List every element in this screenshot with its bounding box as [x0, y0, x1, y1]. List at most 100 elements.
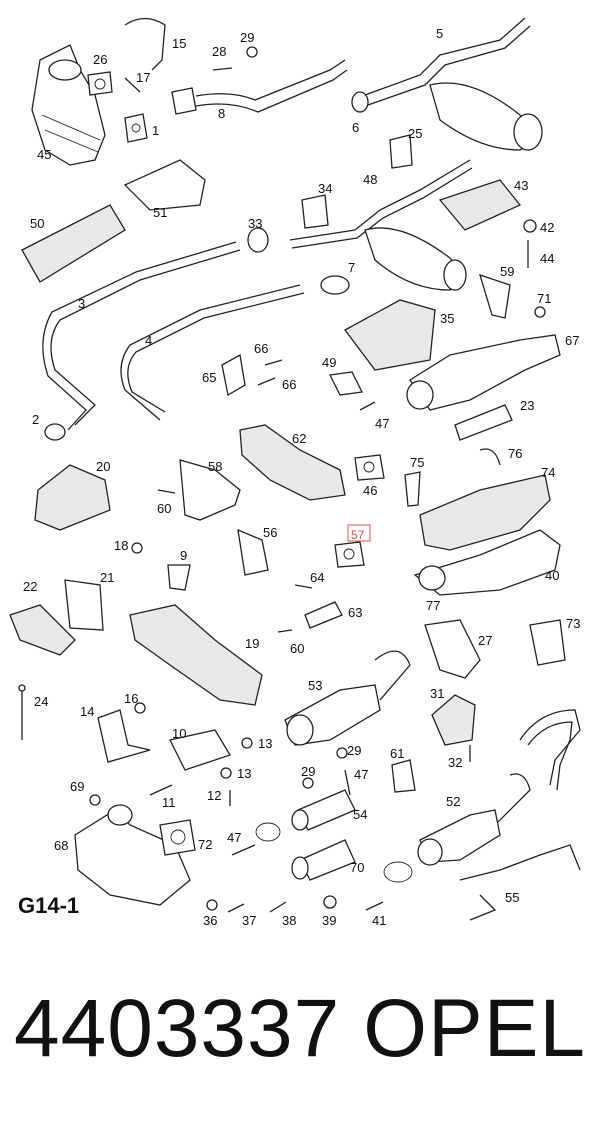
part-75-bracket — [404, 471, 421, 507]
callout-47b: 47 — [227, 830, 241, 845]
part-6-clamp — [351, 91, 369, 113]
callout-16: 16 — [124, 691, 138, 706]
part-41-bolt — [365, 901, 384, 911]
callout-25: 25 — [408, 126, 422, 141]
part-14-bracket — [97, 709, 151, 763]
part-59-bracket — [479, 273, 511, 319]
part-15-hanger-clamp — [124, 17, 166, 71]
part-72-gasket — [159, 819, 196, 856]
callout-65: 65 — [202, 370, 216, 385]
callout-62: 62 — [292, 431, 306, 446]
callout-48: 48 — [363, 172, 377, 187]
callout-45: 45 — [37, 147, 51, 162]
callout-72: 72 — [198, 837, 212, 852]
part-20-heat-shield — [34, 464, 111, 531]
part-55-pressure-line — [459, 844, 581, 921]
callout-23: 23 — [520, 398, 534, 413]
part-28-stud — [212, 67, 233, 71]
callout-74: 74 — [541, 465, 555, 480]
callout-77: 77 — [426, 598, 440, 613]
part-21-bracket — [64, 579, 104, 631]
part-7-clamp — [320, 275, 350, 295]
callout-63: 63 — [348, 605, 362, 620]
callout-73: 73 — [566, 616, 580, 631]
highlight-box-57 — [347, 524, 371, 542]
callout-52: 52 — [446, 794, 460, 809]
part-36-nut — [206, 899, 218, 911]
callout-75: 75 — [410, 455, 424, 470]
part-13b-washer — [220, 767, 232, 779]
callout-59: 59 — [500, 264, 514, 279]
part-65-bracket — [221, 353, 246, 397]
part-43-heat-shield — [438, 179, 522, 231]
callout-29b: 29 — [347, 743, 361, 758]
callout-15: 15 — [172, 36, 186, 51]
part-11-stud — [149, 784, 173, 796]
part-1-gasket — [124, 113, 148, 143]
part-66b-bolt — [257, 377, 276, 386]
part-66-bolt — [264, 359, 283, 366]
part-9-bracket — [167, 564, 191, 591]
part-47b-stud — [231, 844, 256, 856]
callout-40: 40 — [545, 568, 559, 583]
callout-57: 57 — [351, 528, 365, 542]
callout-71: 71 — [537, 291, 551, 306]
callout-32: 32 — [448, 755, 462, 770]
part-number: 4403337 — [14, 983, 341, 1074]
callout-66b: 66 — [282, 377, 296, 392]
part-22-heat-shield — [9, 604, 76, 656]
callout-67: 67 — [565, 333, 579, 348]
callout-33: 33 — [248, 216, 262, 231]
callout-17: 17 — [136, 70, 150, 85]
part-64-bolt — [294, 584, 313, 589]
callout-36: 36 — [203, 913, 217, 928]
callout-47c: 47 — [354, 767, 368, 782]
gasket-plain — [255, 822, 281, 842]
callout-14: 14 — [80, 704, 94, 719]
part-29c-nut — [302, 777, 314, 789]
part-42-nut — [523, 219, 537, 233]
callout-12: 12 — [207, 788, 221, 803]
part-57-gasket — [334, 541, 365, 568]
part-70-pipe — [291, 839, 413, 883]
callout-13: 13 — [258, 736, 272, 751]
part-67-diesel-particle-filter — [406, 334, 561, 411]
callout-26: 26 — [93, 52, 107, 67]
part-23-bracket — [454, 404, 513, 441]
part-51-bracket — [123, 159, 206, 211]
callout-2: 2 — [32, 412, 39, 427]
brand-name: OPEL — [363, 983, 586, 1074]
callout-31: 31 — [430, 686, 444, 701]
part-29b-nut — [336, 747, 348, 759]
callout-10: 10 — [172, 726, 186, 741]
part-35-heat-shield — [344, 299, 436, 371]
callout-61: 61 — [390, 746, 404, 761]
part-24-rivet — [18, 684, 26, 740]
callout-44: 44 — [540, 251, 554, 266]
part-60-bolt — [157, 489, 176, 494]
part-62-heat-shield — [239, 424, 346, 501]
callout-6: 6 — [352, 120, 359, 135]
part-76-sensor — [479, 448, 501, 466]
part-4-intermediate-pipe — [120, 284, 305, 421]
callout-24: 24 — [34, 694, 48, 709]
callout-11: 11 — [162, 795, 176, 810]
callout-50: 50 — [30, 216, 44, 231]
callout-55: 55 — [505, 890, 519, 905]
part-16-bolt — [134, 702, 146, 714]
part-8-front-pipe — [171, 59, 348, 115]
part-47c-stud — [344, 769, 351, 796]
part-46-gasket — [354, 454, 385, 481]
part-19-heat-shield — [129, 604, 263, 706]
callout-54: 54 — [353, 807, 367, 822]
part-63-bracket — [304, 601, 343, 629]
callout-5: 5 — [436, 26, 443, 41]
part-40-silencer — [413, 529, 561, 596]
callout-38: 38 — [282, 913, 296, 928]
callout-68: 68 — [54, 838, 68, 853]
callout-69: 69 — [70, 779, 84, 794]
callout-29: 29 — [240, 30, 254, 45]
part-53-silencer — [284, 650, 411, 746]
part-38-bolt — [269, 901, 287, 913]
part-56-bracket — [237, 528, 269, 576]
